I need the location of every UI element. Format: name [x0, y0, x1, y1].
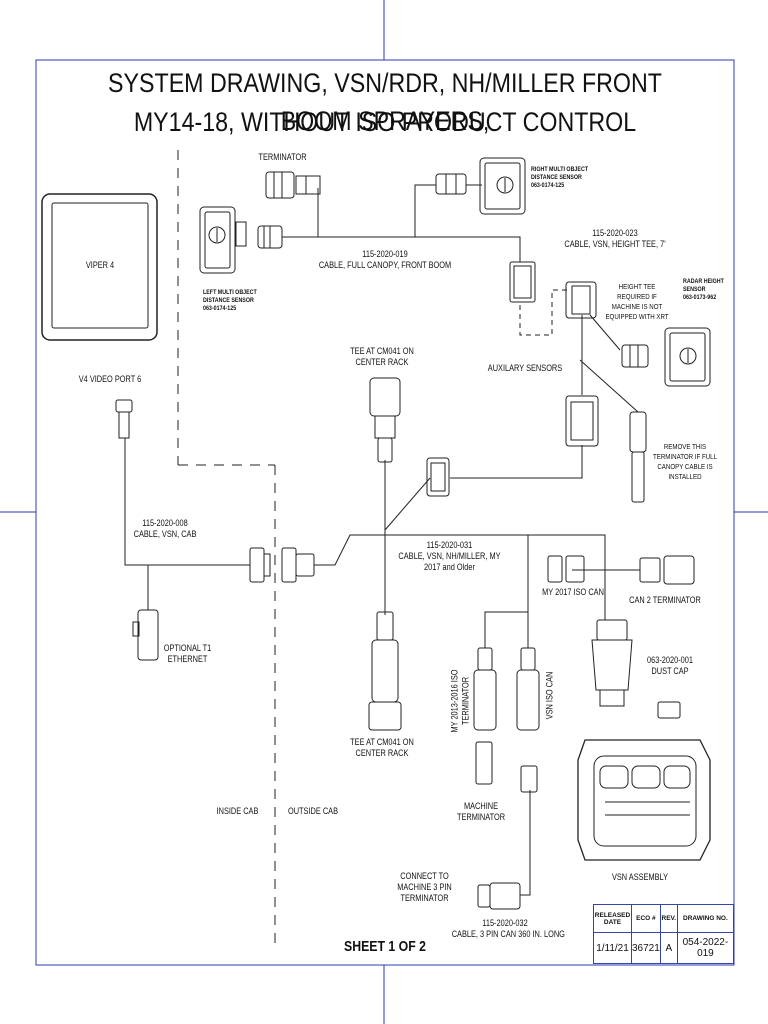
tb-header-date: RELEASED DATE — [593, 904, 632, 933]
drawing-title-line2: MY14-18, WITHOUT ISO PRODUCT CONTROL — [133, 107, 637, 137]
video-port-icon — [115, 399, 133, 439]
vsn-iso-can-icon — [516, 647, 540, 793]
wire-aux-dashed — [519, 289, 568, 336]
center-connector-icon — [426, 457, 450, 497]
wire-height-radar — [589, 314, 621, 351]
label-viper: VIPER 4 — [85, 260, 115, 270]
wire-cab — [124, 438, 250, 566]
iso-terminator-icon — [473, 647, 497, 785]
wire-tee-right — [384, 477, 431, 531]
wire-main — [314, 534, 606, 620]
vsn-main-connector-icon — [591, 619, 633, 707]
radar-sensor-icon — [621, 327, 711, 387]
label-vsn-assembly: VSN ASSEMBLY — [611, 872, 669, 882]
tb-header-eco: ECO # — [631, 904, 661, 933]
label-aux-sensors: AUXILARY SENSORS — [487, 363, 563, 373]
tee-bottom-icon — [368, 611, 402, 731]
wire-remove-term — [579, 359, 639, 413]
tb-header-drawing: DRAWING NO. — [676, 904, 735, 933]
wire-3pin — [520, 790, 531, 896]
wire-right-sensor — [414, 184, 436, 237]
can2-terminator-icon — [639, 555, 695, 585]
left-sensor-icon — [199, 206, 283, 274]
title-block: RELEASED DATE ECO # REV. DRAWING NO. 1/1… — [593, 904, 735, 964]
vsn-assembly-icon — [577, 739, 711, 861]
three-pin-connector-icon — [477, 882, 521, 910]
terminator-icon — [265, 171, 321, 199]
wire-iso-branch — [484, 535, 529, 648]
tb-header-rev: REV. — [659, 904, 678, 933]
aux-lower-connector-icon — [565, 395, 599, 447]
dust-cap-icon — [657, 701, 681, 719]
t1-ethernet-icon — [132, 609, 159, 661]
tb-value-eco: 36721 — [631, 932, 661, 964]
label-v4-port: V4 VIDEO PORT 6 — [78, 374, 142, 384]
label-outside-cab: OUTSIDE CAB — [287, 806, 339, 816]
drawing-title-line1: SYSTEM DRAWING, VSN/RDR, NH/MILLER FRONT… — [108, 68, 662, 136]
tb-value-date: 1/11/21 — [593, 932, 632, 964]
label-my2017-iso: MY 2017 ISO CAN — [542, 587, 604, 597]
label-can2-terminator: CAN 2 TERMINATOR — [629, 595, 701, 605]
viper-display — [41, 193, 158, 341]
label-vsn-iso-can: VSN ISO CAN — [544, 671, 555, 720]
tb-value-drawing: 054-2022-019 — [676, 932, 735, 964]
bulkhead-connector-icon — [249, 547, 315, 583]
label-terminator: TERMINATOR — [258, 152, 307, 162]
remove-terminator-icon — [629, 411, 647, 503]
wire-tee-center — [450, 445, 583, 479]
height-tee-icon — [565, 281, 597, 319]
label-sheet: SHEET 1 OF 2 — [343, 938, 427, 955]
tb-value-rev: A — [659, 932, 678, 964]
my2017-iso-icon — [547, 555, 585, 583]
label-inside-cab: INSIDE CAB — [216, 806, 259, 816]
aux-connector-icon — [509, 261, 536, 303]
wire-canopy — [282, 236, 521, 262]
right-sensor-icon — [435, 157, 526, 215]
tee-top-icon — [369, 377, 401, 463]
